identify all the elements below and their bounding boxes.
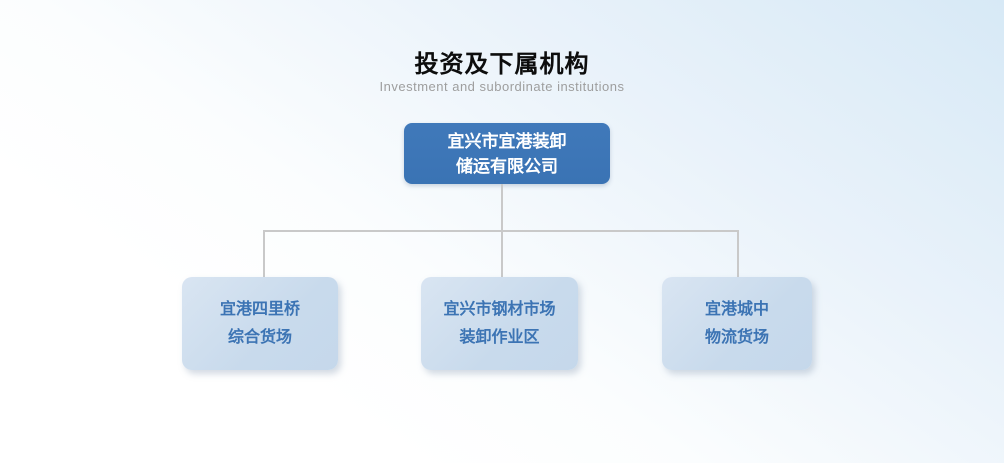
connector-drop-right bbox=[737, 230, 739, 278]
page-title: 投资及下属机构 bbox=[414, 51, 590, 78]
root-node-label-line2: 储运有限公司 bbox=[456, 156, 558, 176]
connector-stem bbox=[501, 184, 503, 231]
child-node-1: 宜港四里桥 综合货场 bbox=[182, 277, 338, 370]
root-node-label-line1: 宜兴市宜港装卸 bbox=[447, 131, 567, 151]
page-subtitle: Investment and subordinate institutions bbox=[379, 79, 625, 94]
root-node-label: 宜兴市宜港装卸 储运有限公司 bbox=[448, 129, 567, 179]
connector-drop-left bbox=[263, 230, 265, 278]
child-node-2: 宜兴市钢材市场 装卸作业区 bbox=[421, 277, 578, 370]
child-node-3-label: 宜港城中 物流货场 bbox=[705, 296, 769, 352]
root-node: 宜兴市宜港装卸 储运有限公司 bbox=[404, 123, 610, 184]
child-node-1-label-line2: 综合货场 bbox=[227, 328, 292, 346]
child-node-3: 宜港城中 物流货场 bbox=[662, 277, 812, 370]
child-node-2-label-line2: 装卸作业区 bbox=[459, 328, 540, 346]
child-node-3-label-line2: 物流货场 bbox=[704, 328, 769, 346]
connector-drop-middle bbox=[501, 230, 503, 278]
child-node-3-label-line1: 宜港城中 bbox=[704, 300, 769, 318]
child-node-1-label-line1: 宜港四里桥 bbox=[219, 300, 300, 318]
child-node-2-label: 宜兴市钢材市场 装卸作业区 bbox=[443, 296, 555, 352]
child-node-2-label-line1: 宜兴市钢材市场 bbox=[443, 300, 556, 318]
child-node-1-label: 宜港四里桥 综合货场 bbox=[220, 296, 300, 352]
